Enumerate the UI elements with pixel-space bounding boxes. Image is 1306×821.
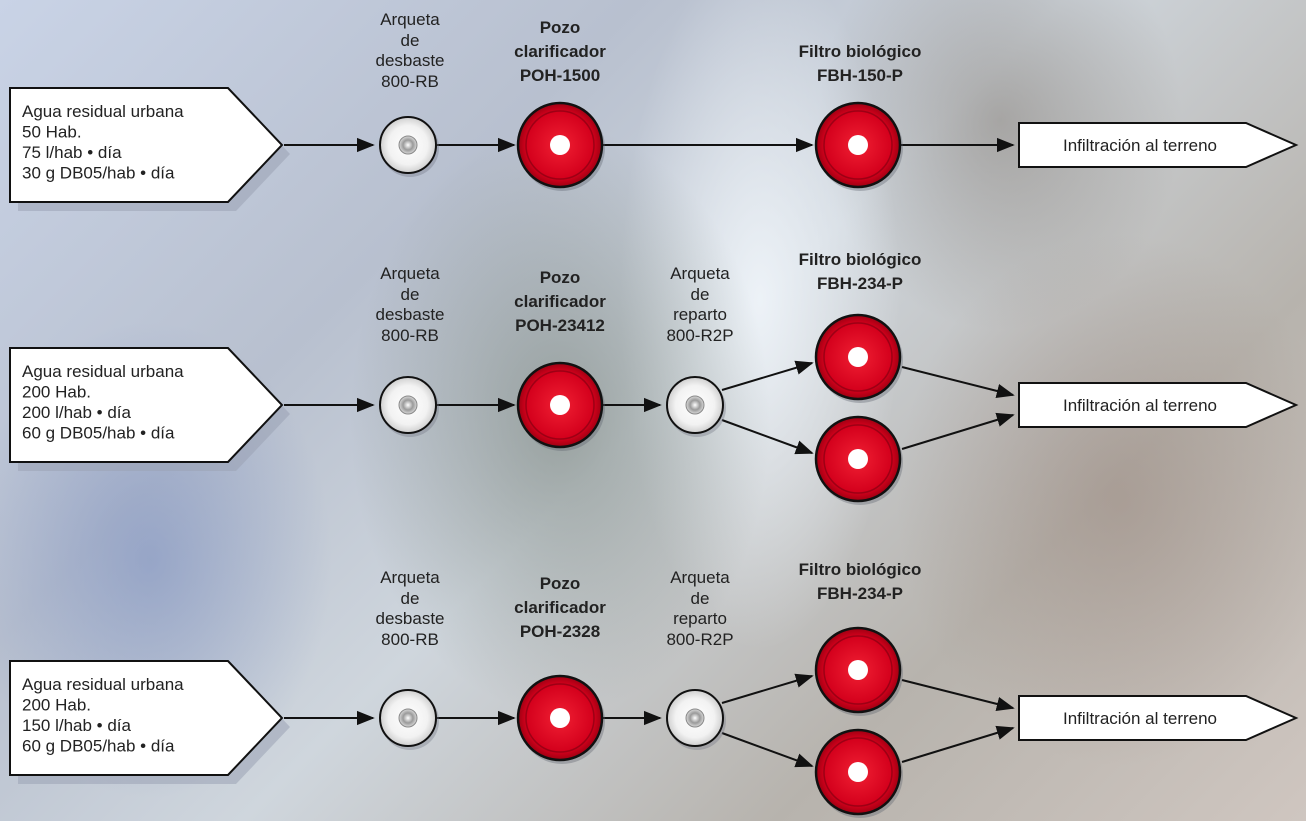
- input-box-row1-line-2: 50 Hab.: [22, 123, 82, 142]
- filtro-unit-top-row2-ring: [823, 322, 893, 392]
- arrow-reparto-to-filtro-bottom-row2: [721, 419, 814, 455]
- reparto-unit-row3-core: [685, 708, 705, 728]
- process-units: Agua residual urbana 50 Hab.75 l/hab • dí…: [9, 87, 1299, 818]
- pozo-unit-row1: [516, 101, 605, 191]
- input-box-row1-text: Agua residual urbana 50 Hab.75 l/hab • dí…: [22, 102, 184, 183]
- filtro-unit-bottom-row3-core: [848, 762, 868, 782]
- arrow-filtro-top-to-output-row2: [901, 366, 1015, 399]
- output-box-row2: Infiltración al terreno: [1018, 382, 1299, 428]
- filtro-unit-top-row3: [814, 626, 903, 716]
- input-box-row2-line-4: 60 g DB05/hab • día: [22, 424, 175, 443]
- filtro-unit-bottom-row2-ring: [823, 424, 893, 494]
- desbaste-label-row3: Arqueta de desbaste 800-RB: [375, 568, 445, 649]
- pozo-unit-row1-core: [550, 135, 570, 155]
- desbaste-unit-row1-core: [398, 135, 418, 155]
- input-box-row3: Agua residual urbana 200 Hab.150 l/hab • …: [9, 660, 290, 784]
- input-box-row1-shape: [9, 87, 284, 203]
- input-box-row2-text: Agua residual urbana 200 Hab.200 l/hab • …: [22, 362, 184, 443]
- input-box-row3-line-1: Agua residual urbana: [22, 675, 184, 694]
- filtro-unit-row1-core: [848, 135, 868, 155]
- desbaste-unit-row1: [379, 116, 439, 177]
- filtro-label-row2: Filtro biológico FBH-234-P: [798, 250, 922, 293]
- output-box-row1: Infiltración al terreno: [1018, 122, 1299, 168]
- arrow-reparto-to-filtro-bottom-row3: [721, 732, 814, 768]
- input-box-row2-line-1: Agua residual urbana: [22, 362, 184, 381]
- desbaste-unit-row2-core: [398, 395, 418, 415]
- input-box-row1: Agua residual urbana 50 Hab.75 l/hab • dí…: [9, 87, 290, 211]
- reparto-unit-row2: [666, 376, 726, 437]
- arrow-filtro-top-to-output-row3: [901, 679, 1015, 712]
- output-box-row1-text: Infiltración al terreno: [1063, 136, 1217, 155]
- output-box-row3-text: Infiltración al terreno: [1063, 709, 1217, 728]
- filtro-unit-top-row3-core: [848, 660, 868, 680]
- output-box-row2-shape: [1018, 382, 1299, 428]
- connection-arrows: [284, 137, 1015, 768]
- desbaste-unit-row2: [379, 376, 439, 437]
- input-box-row3-line-3: 150 l/hab • día: [22, 716, 132, 735]
- reparto-unit-row3: [666, 689, 726, 750]
- input-box-row1-line-1: Agua residual urbana: [22, 102, 184, 121]
- filtro-label-row3: Filtro biológico FBH-234-P: [798, 560, 922, 603]
- filtro-label-row1: Filtro biológico FBH-150-P: [798, 42, 922, 85]
- pozo-unit-row3: [516, 674, 605, 764]
- pozo-label-row1: Pozo clarificador POH-1500: [514, 18, 606, 85]
- filtro-unit-top-row3-ring: [823, 635, 893, 705]
- pozo-unit-row2-core: [550, 395, 570, 415]
- output-box-row3-shape: [1018, 695, 1299, 741]
- input-box-row3-shape: [9, 660, 284, 776]
- filtro-unit-bottom-row2-core: [848, 449, 868, 469]
- input-box-row3-line-4: 60 g DB05/hab • día: [22, 737, 175, 756]
- filtro-unit-bottom-row3: [814, 728, 903, 818]
- pozo-unit-row3-ring: [525, 683, 595, 753]
- arrow-filtro-bottom-to-output-row2: [901, 412, 1015, 450]
- reparto-label-row2: Arqueta de reparto 800-R2P: [666, 264, 734, 345]
- reparto-unit-row2-core: [685, 395, 705, 415]
- input-box-row1-line-3: 75 l/hab • día: [22, 143, 122, 162]
- pozo-unit-row1-ring: [525, 110, 595, 180]
- desbaste-label-row1: Arqueta de desbaste 800-RB: [375, 10, 445, 91]
- output-box-row3: Infiltración al terreno: [1018, 695, 1299, 741]
- pozo-label-row3: Pozo clarificador POH-2328: [514, 574, 606, 641]
- filtro-unit-bottom-row3-ring: [823, 737, 893, 807]
- arrow-reparto-to-filtro-top-row3: [721, 673, 814, 704]
- arrow-filtro-bottom-to-output-row3: [901, 725, 1015, 763]
- pozo-unit-row3-core: [550, 708, 570, 728]
- arrow-reparto-to-filtro-top-row2: [721, 360, 814, 391]
- reparto-label-row3: Arqueta de reparto 800-R2P: [666, 568, 734, 649]
- output-box-row2-text: Infiltración al terreno: [1063, 396, 1217, 415]
- desbaste-unit-row3-core: [398, 708, 418, 728]
- pozo-unit-row2: [516, 361, 605, 451]
- filtro-unit-bottom-row2: [814, 415, 903, 505]
- filtro-unit-top-row2: [814, 313, 903, 403]
- input-box-row2: Agua residual urbana 200 Hab.200 l/hab • …: [9, 347, 290, 471]
- filtro-unit-top-row2-core: [848, 347, 868, 367]
- output-box-row1-shape: [1018, 122, 1299, 168]
- input-box-row2-line-2: 200 Hab.: [22, 383, 91, 402]
- desbaste-unit-row3: [379, 689, 439, 750]
- desbaste-label-row2: Arqueta de desbaste 800-RB: [375, 264, 445, 345]
- pozo-label-row2: Pozo clarificador POH-23412: [514, 268, 606, 335]
- input-box-row3-line-2: 200 Hab.: [22, 696, 91, 715]
- input-box-row2-shape: [9, 347, 284, 463]
- input-box-row1-line-4: 30 g DB05/hab • día: [22, 164, 175, 183]
- filtro-unit-row1-ring: [823, 110, 893, 180]
- input-box-row3-text: Agua residual urbana 200 Hab.150 l/hab • …: [22, 675, 184, 756]
- input-box-row2-line-3: 200 l/hab • día: [22, 403, 132, 422]
- pozo-unit-row2-ring: [525, 370, 595, 440]
- filtro-unit-row1: [814, 101, 903, 191]
